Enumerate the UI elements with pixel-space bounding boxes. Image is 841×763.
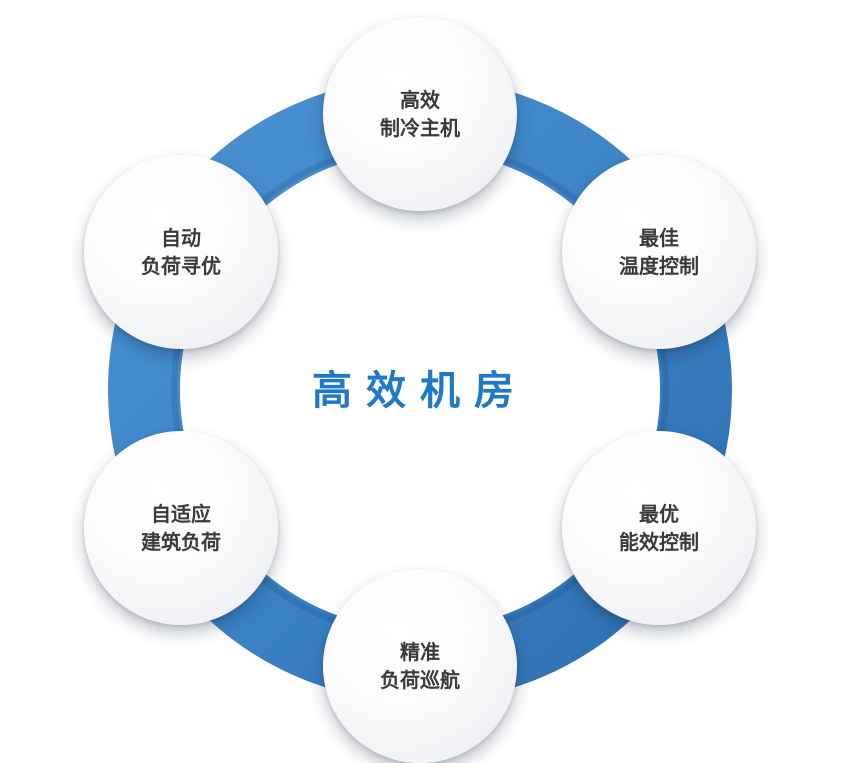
node-label-line: 精准 — [400, 640, 440, 664]
node-optimal-efficiency-control: 最优能效控制 — [562, 431, 756, 625]
node-label-line: 温度控制 — [619, 254, 699, 278]
node-label-line: 最优 — [639, 502, 679, 526]
node-precise-load-cruise: 精准负荷巡航 — [323, 569, 517, 763]
node-adaptive-building-load: 自适应建筑负荷 — [84, 431, 278, 625]
node-label-line: 建筑负荷 — [141, 530, 221, 554]
center-title: 高效机房 — [312, 368, 528, 414]
node-auto-load-seeking: 自动负荷寻优 — [84, 155, 278, 349]
node-label-line: 自动 — [161, 226, 201, 250]
node-label-line: 负荷寻优 — [141, 254, 221, 278]
node-label-line: 自适应 — [151, 502, 211, 526]
node-label-line: 高效 — [400, 88, 440, 112]
node-label-line: 能效控制 — [619, 530, 699, 554]
ring-inner-edge — [180, 150, 660, 630]
node-optimal-temperature-control: 最佳温度控制 — [562, 155, 756, 349]
node-efficient-chiller: 高效制冷主机 — [323, 17, 517, 211]
node-label-line: 制冷主机 — [380, 116, 460, 140]
node-label-line: 负荷巡航 — [380, 668, 460, 692]
node-label-line: 最佳 — [639, 226, 679, 250]
